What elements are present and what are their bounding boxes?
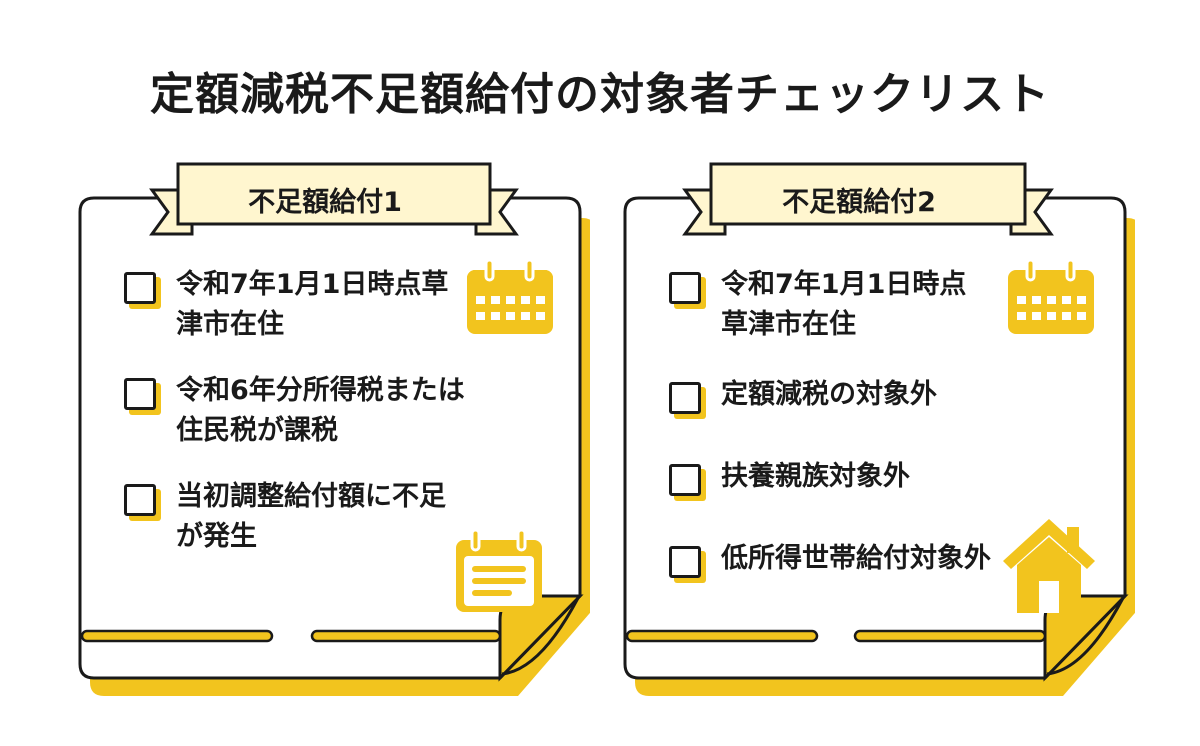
calendar-icon [1008,258,1094,334]
card-frame [623,162,1135,696]
card-frame [78,162,590,696]
card-label: 不足額給付2 [782,187,936,218]
checkbox[interactable] [124,378,156,410]
page-title: 定額減税不足額給付の対象者チェックリスト [150,69,1050,120]
checklist: 令和7年1月1日時点 草津市在住 定額減税の対象外 扶養親族対象外 低所得世帯給… [663,265,1083,621]
checkbox[interactable] [669,272,701,304]
checklist-card-1: 不足額給付1 令和7年1月1日時点草 津市在住 令和6年分所得税または 住民税が… [70,150,590,700]
list-item: 令和7年1月1日時点 草津市在住 [663,265,1083,345]
list-item: 扶養親族対象外 [663,457,1083,497]
list-item: 当初調整給付額に不足 が発生 [118,477,538,557]
card-label: 不足額給付1 [248,187,402,218]
checkbox[interactable] [669,464,701,496]
calendar-document-icon [456,530,542,612]
house-icon [1003,519,1095,613]
list-item: 低所得世帯給付対象外 [663,539,1083,579]
checkbox[interactable] [124,272,156,304]
checkbox[interactable] [669,382,701,414]
list-item: 令和7年1月1日時点草 津市在住 [118,265,538,345]
checkbox[interactable] [124,484,156,516]
checklist-card-2: 不足額給付2 令和7年1月1日時点 草津市在住 定額減税の対象外 扶養親族対象外 [615,150,1135,700]
checklist: 令和7年1月1日時点草 津市在住 令和6年分所得税または 住民税が課税 当初調整… [118,265,538,583]
calendar-icon [467,258,553,334]
checkbox[interactable] [669,546,701,578]
list-item: 定額減税の対象外 [663,375,1083,415]
list-item: 令和6年分所得税または 住民税が課税 [118,371,538,451]
